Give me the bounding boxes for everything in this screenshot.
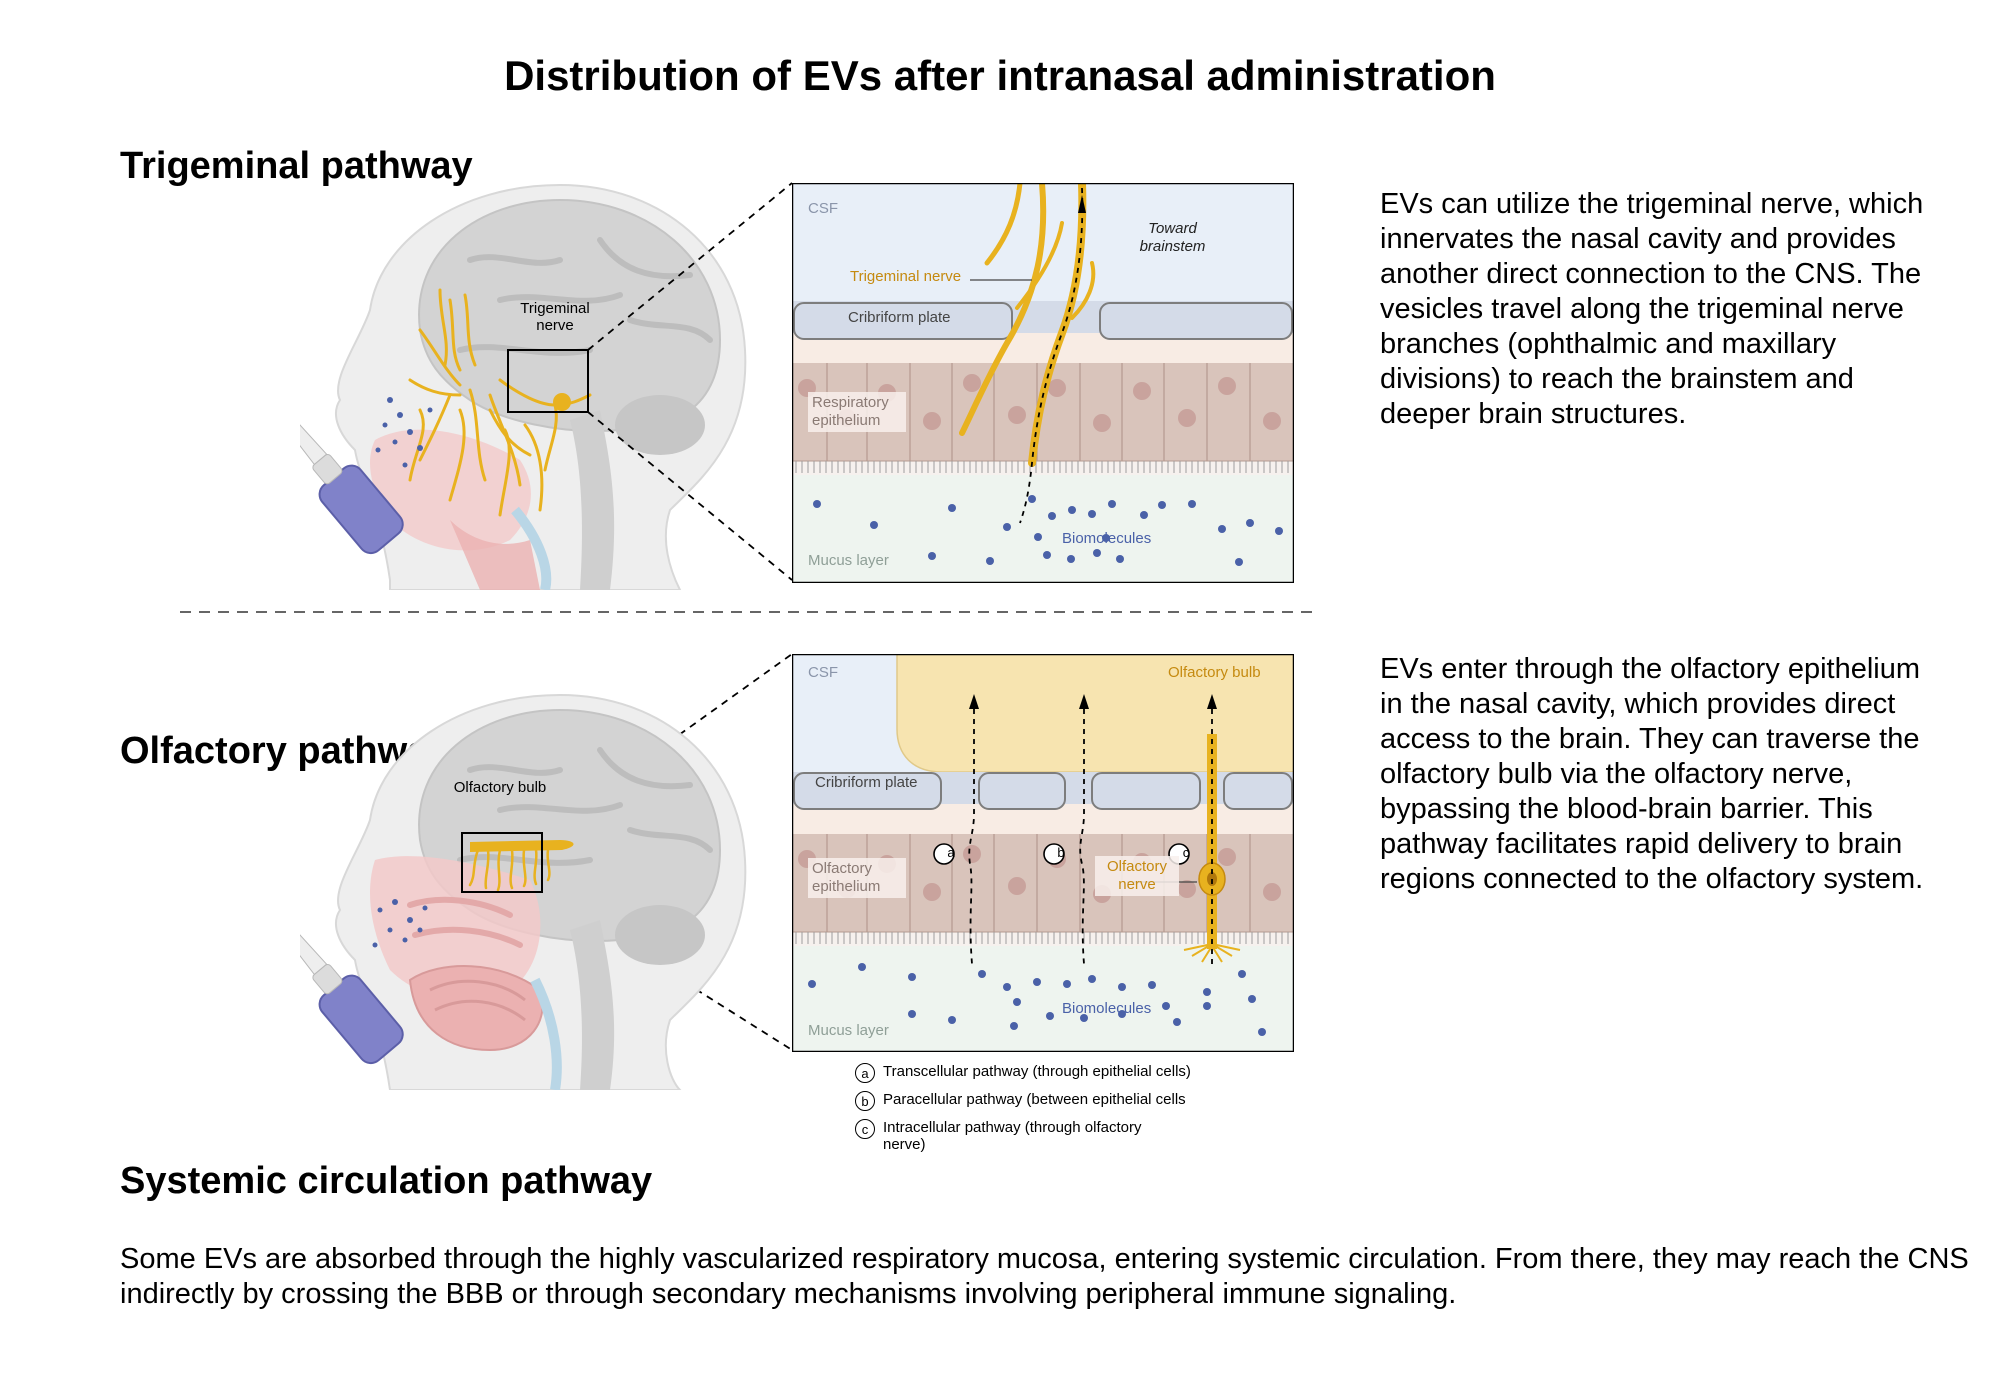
olfactory-head-illustration: [300, 693, 747, 1090]
trigeminal-description: EVs can utilize the trigeminal nerve, wh…: [1380, 188, 1924, 430]
legend-item-a: a Transcellular pathway (through epithel…: [855, 1063, 1203, 1083]
olfactory-epithelium-label: Olfactory epithelium: [808, 858, 906, 898]
legend-marker-b: b: [855, 1091, 875, 1111]
legend-text-c: Intracellular pathway (through olfactory…: [883, 1119, 1142, 1153]
trigeminal-head-illustration: [300, 183, 747, 590]
marker-a: a: [947, 845, 955, 860]
systemic-description: Some EVs are absorbed through the highly…: [120, 1243, 1969, 1310]
legend-text-a: Transcellular pathway (through epithelia…: [883, 1063, 1191, 1080]
marker-c: c: [1182, 845, 1190, 860]
olfactory-biomolecules-label: Biomolecules: [1062, 1000, 1152, 1017]
olfactory-head-label: Olfactory bulb: [453, 779, 547, 796]
trigeminal-biomolecules-label: Biomolecules: [1062, 530, 1152, 547]
legend-text-b: Paracellular pathway (between epithelial…: [883, 1091, 1186, 1108]
olfactory-bulb-zoom-label: Olfactory bulb: [1168, 664, 1261, 681]
trigeminal-zoom-panel: [792, 183, 1294, 583]
trigeminal-csf-label: CSF: [808, 200, 838, 217]
olfactory-csf-label: CSF: [808, 664, 838, 681]
trigeminal-mucus-label: Mucus layer: [808, 552, 889, 569]
toward-brainstem-label: Toward brainstem: [1139, 220, 1206, 255]
trigeminal-cribriform-label: Cribriform plate: [848, 309, 951, 326]
olfactory-nerve-label: Olfactory nerve: [1095, 856, 1179, 896]
legend-marker-a: a: [855, 1063, 875, 1083]
olfactory-cribriform-label: Cribriform plate: [815, 774, 918, 791]
marker-b: b: [1057, 845, 1065, 860]
legend-marker-c: c: [855, 1119, 875, 1139]
trigeminal-nerve-label: Trigeminal nerve: [850, 268, 962, 285]
legend-item-b: b Paracellular pathway (between epitheli…: [855, 1091, 1203, 1111]
trigeminal-head-label: Trigeminal nerve: [520, 300, 590, 334]
legend-item-c: c Intracellular pathway (through olfacto…: [855, 1119, 1183, 1153]
olfactory-description: EVs enter through the olfactory epitheli…: [1380, 653, 1924, 895]
figure-title: Distribution of EVs after intranasal adm…: [504, 52, 1496, 99]
olfactory-mucus-label: Mucus layer: [808, 1022, 889, 1039]
respiratory-epithelium-label: Respiratory epithelium: [808, 392, 906, 432]
systemic-heading: Systemic circulation pathway: [120, 1160, 653, 1202]
olfactory-zoom-panel: [792, 654, 1294, 1052]
trigeminal-heading: Trigeminal pathway: [120, 145, 473, 187]
